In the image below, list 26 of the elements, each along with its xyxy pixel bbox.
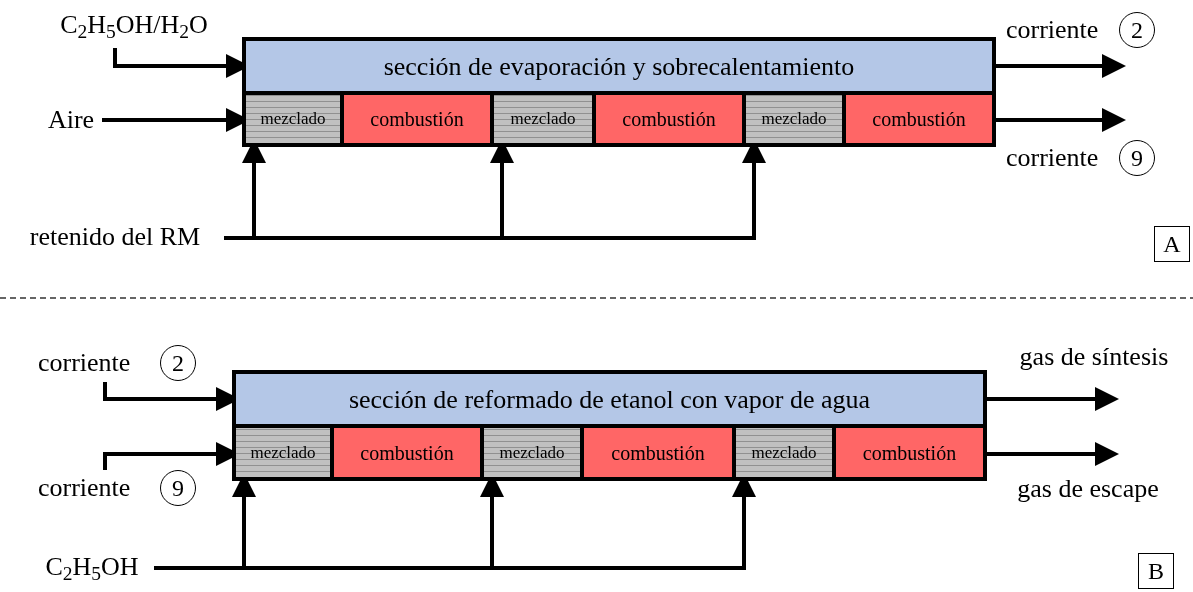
combustion-zone: combustión bbox=[836, 428, 983, 477]
combustion-zone: combustión bbox=[584, 428, 732, 477]
mixing-zone: mezclado bbox=[484, 428, 580, 477]
combustion-zone: combustión bbox=[596, 95, 742, 143]
mixing-zone: mezclado bbox=[236, 428, 330, 477]
section-bar: sección de evaporación y sobrecalentamiento bbox=[246, 41, 992, 91]
stream-label: C$_{2}$H$_{5}$OH bbox=[30, 550, 154, 584]
mixing-zone: mezclado bbox=[736, 428, 832, 477]
combustion-zone: combustión bbox=[846, 95, 992, 143]
stream-label: corriente bbox=[1006, 17, 1099, 43]
stream-label: corriente bbox=[1006, 145, 1099, 171]
combustion-zone: combustión bbox=[334, 428, 480, 477]
panel-label-box: B bbox=[1138, 553, 1174, 589]
mixing-zone: mezclado bbox=[246, 95, 340, 143]
stream-label: Aire bbox=[40, 104, 102, 136]
mixing-zone: mezclado bbox=[494, 95, 592, 143]
stream-label: retenido del RM bbox=[6, 220, 224, 254]
stream-label: gas de síntesis bbox=[998, 344, 1190, 399]
stream-label: corriente bbox=[38, 350, 131, 376]
combustion-zone: combustión bbox=[344, 95, 490, 143]
stream-label: gas de escape bbox=[998, 454, 1178, 502]
section-bar: sección de reformado de etanol con vapor de agua bbox=[236, 374, 983, 424]
stream-label: C$_{2}$H$_{5}$OH/H$_{2}$O bbox=[44, 12, 224, 48]
mixing-zone: mezclado bbox=[746, 95, 842, 143]
stream-label: corriente bbox=[38, 475, 131, 501]
panel-label-box: A bbox=[1154, 226, 1190, 262]
